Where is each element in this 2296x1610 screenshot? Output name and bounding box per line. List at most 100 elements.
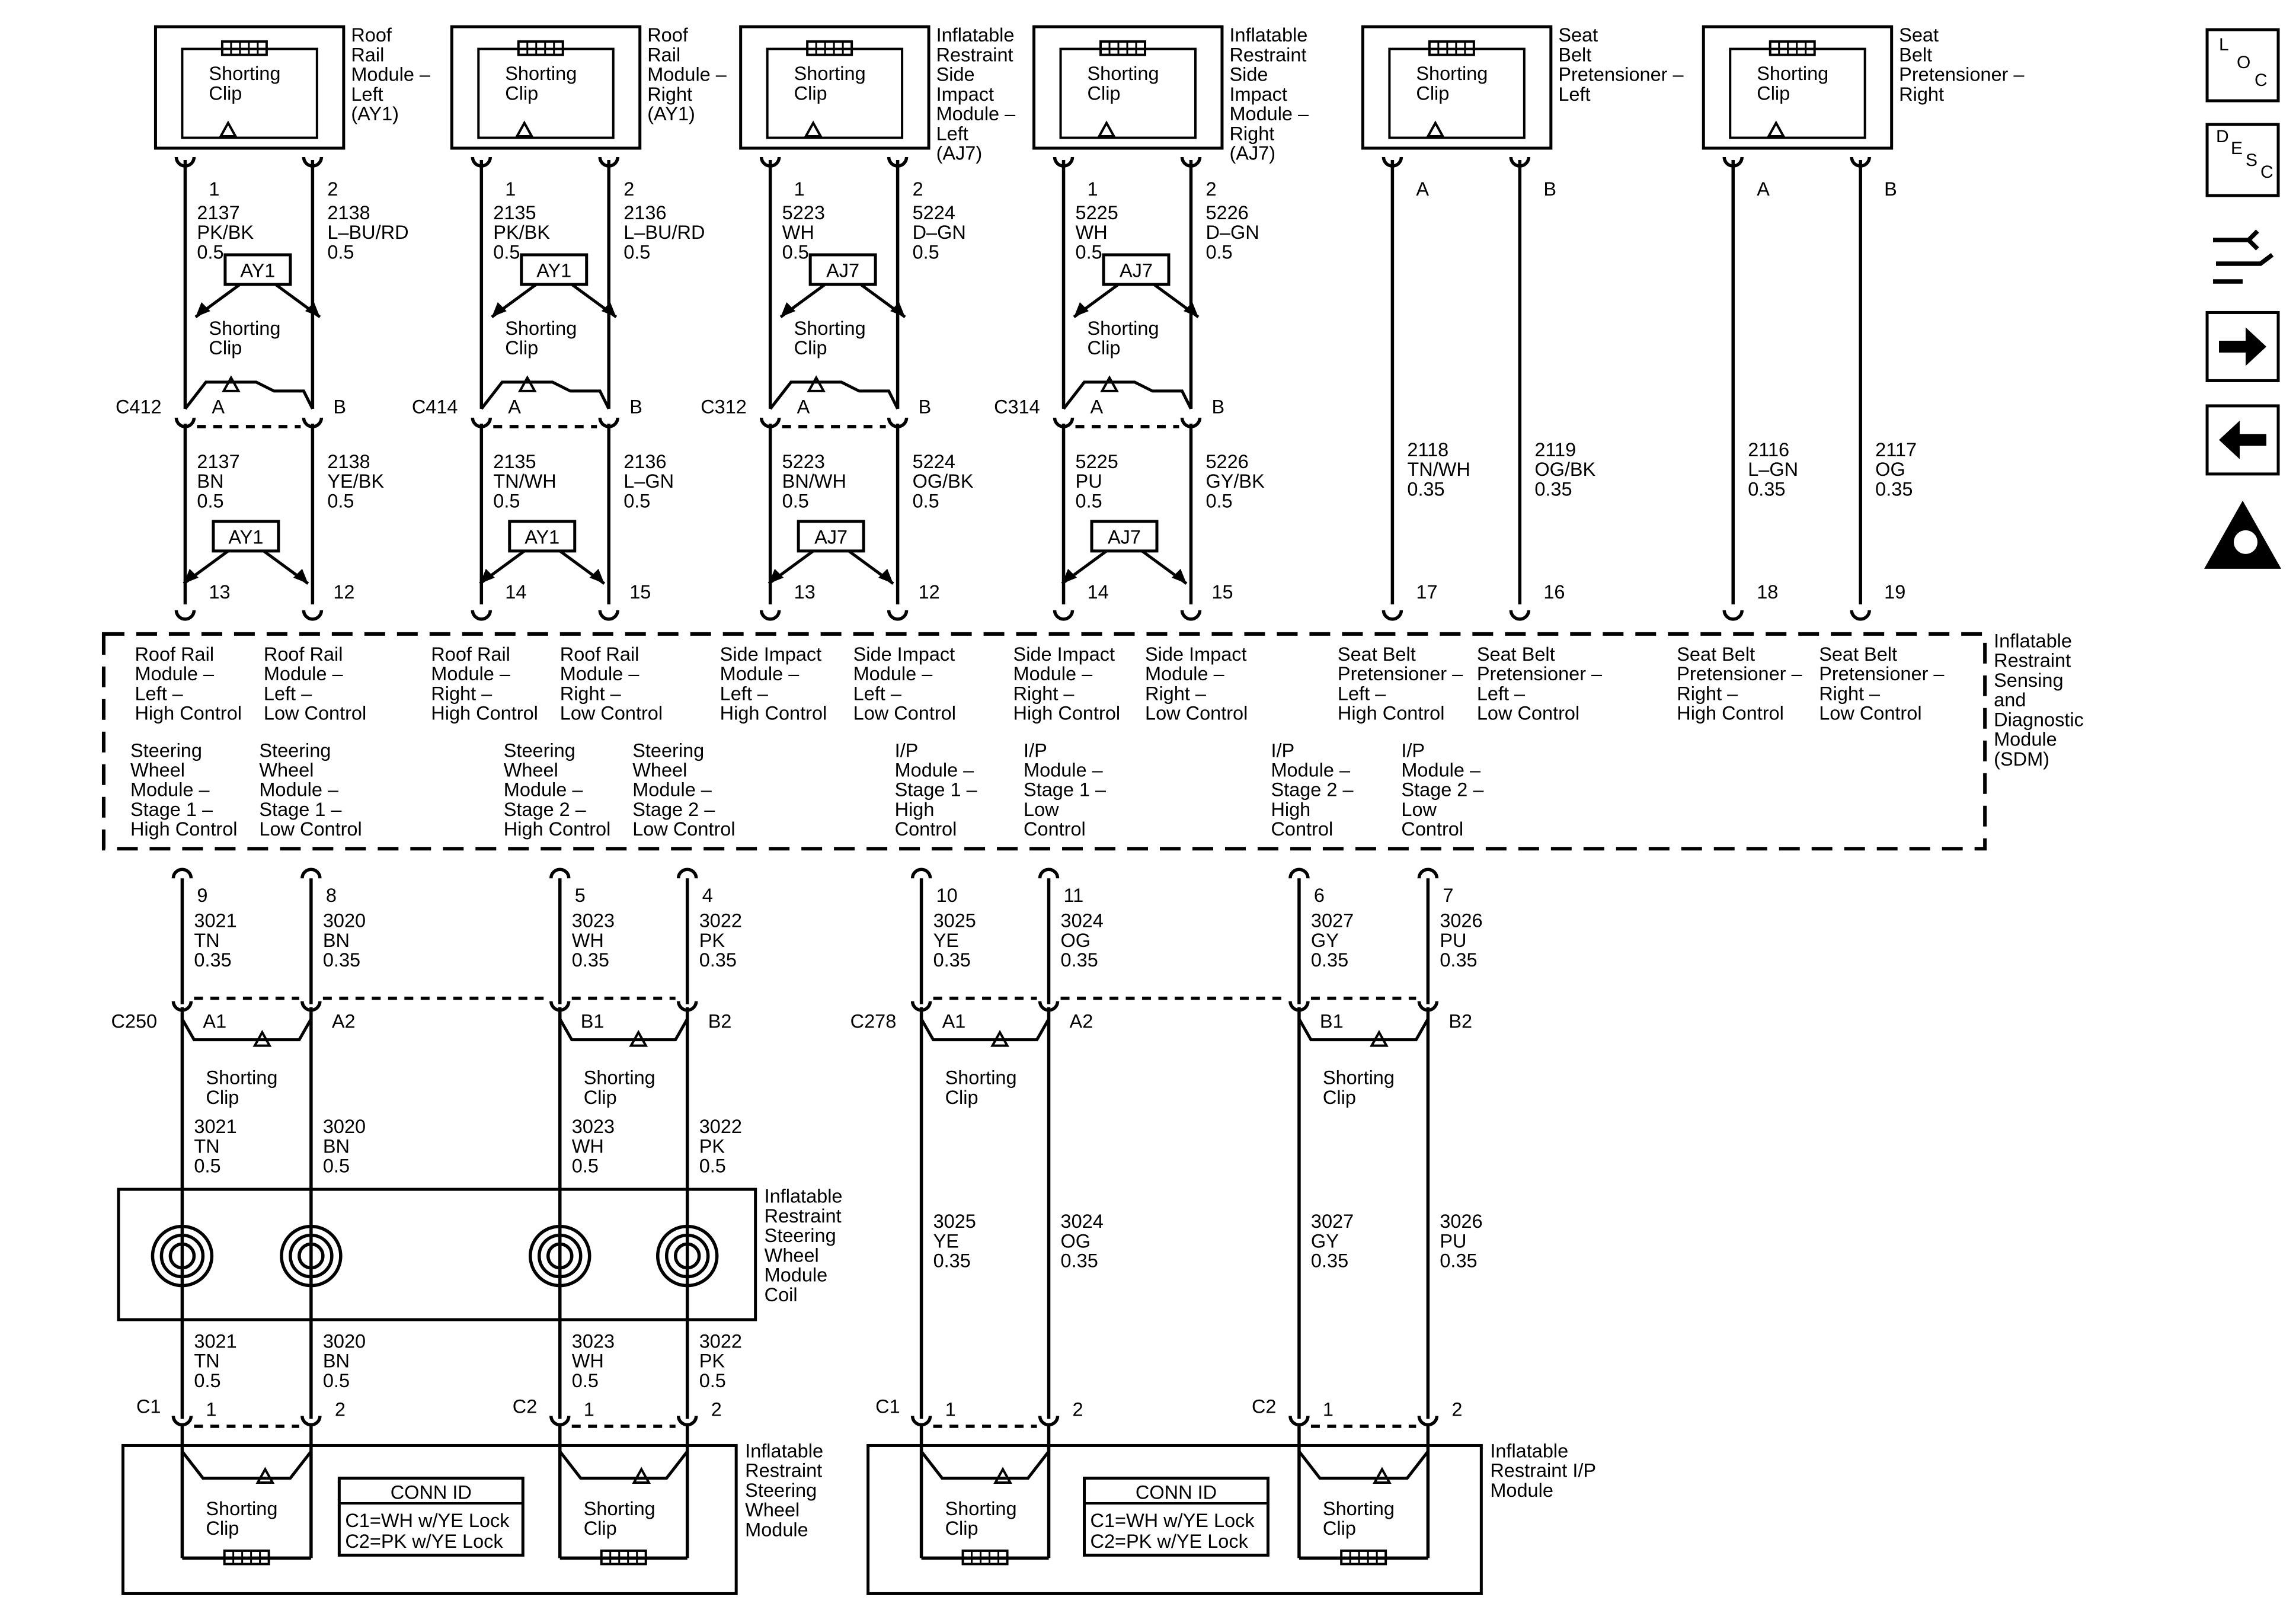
- connector-icon: [1340, 1549, 1387, 1566]
- connector-pin: 1: [584, 1398, 594, 1420]
- module-name: Rail: [351, 44, 384, 65]
- module-name: Module –: [1229, 103, 1309, 124]
- module-name: Side: [1229, 64, 1268, 85]
- sdm-pin-number: 8: [326, 885, 337, 906]
- sdm-title: and: [1994, 689, 2026, 710]
- sdm-pin-function: High: [1271, 799, 1310, 820]
- sdm-outline: [101, 632, 1987, 851]
- sdm-pin-function: Side Impact: [853, 644, 955, 665]
- inline-clip-label: Shorting: [1088, 318, 1159, 339]
- conn-id-line: C1=WH w/YE Lock: [1091, 1510, 1255, 1531]
- sdm-pin-number: 13: [209, 581, 230, 603]
- sdm-pin-number: 16: [1543, 581, 1565, 603]
- terminal-cup: [300, 1416, 322, 1427]
- module-name: Pretensioner –: [1558, 64, 1684, 85]
- option-label: AJ7: [1108, 526, 1141, 548]
- connector-pin: 2: [1073, 1398, 1083, 1420]
- option-box: [223, 253, 292, 286]
- wire-label: 3022: [699, 910, 742, 932]
- terminal-cup: [549, 868, 571, 879]
- wire-label: GY: [1311, 1230, 1339, 1251]
- icon-frame: [2205, 404, 2280, 476]
- wire-label: 3025: [933, 910, 976, 932]
- shorting-bar-icon: [252, 1030, 272, 1047]
- terminal-cup: [1509, 610, 1531, 621]
- module-name: Right: [647, 84, 692, 105]
- coil-name: Restraint: [765, 1205, 842, 1227]
- sdm-pin-function: Steering: [504, 740, 575, 761]
- shorting-clip-label: Shorting: [1416, 63, 1488, 84]
- sdm-pin-function: Stage 2 –: [1271, 779, 1354, 801]
- sdm-pin-function: Pretensioner –: [1338, 663, 1463, 684]
- wire-label: 2138: [327, 451, 370, 472]
- option-box: [1102, 253, 1171, 286]
- coil-box: [117, 1188, 757, 1321]
- sdm-pin-number: 5: [575, 885, 586, 906]
- arrow-head: [769, 568, 784, 584]
- sdm-pin-function: Seat Belt: [1819, 644, 1897, 665]
- inline-shorting-bar: [558, 1450, 689, 1480]
- terminal-cup: [1417, 1416, 1439, 1427]
- pin-number: 2: [327, 178, 338, 200]
- shorting-clip-label: Shorting: [1323, 1498, 1395, 1519]
- sdm-pin-number: 12: [333, 581, 354, 603]
- terminal-cup: [171, 1416, 193, 1427]
- module-name: Inflatable: [745, 1440, 823, 1461]
- inline-clip-label: Shorting: [1323, 1067, 1395, 1089]
- wire-label: 3026: [1440, 910, 1482, 932]
- inline-shorting-bar: [480, 380, 610, 410]
- wire-label: 0.35: [1875, 478, 1913, 500]
- wire-label: 2116: [1748, 439, 1789, 460]
- terminal-cup: [171, 868, 193, 879]
- coil-winding: [151, 1224, 214, 1288]
- connector-pin: A: [797, 396, 810, 417]
- terminal-cup: [471, 610, 493, 621]
- coil-name: Steering: [765, 1225, 836, 1246]
- wire-label: WH: [572, 1350, 604, 1372]
- airbag-warning-icon: [2204, 500, 2282, 569]
- wire-label: BN/WH: [782, 470, 846, 492]
- sdm-pin-function: Low Control: [853, 703, 956, 724]
- wire-label: 0.35: [1534, 478, 1572, 500]
- icon-letter: S: [2246, 151, 2257, 170]
- sdm-pin-number: 17: [1416, 581, 1437, 603]
- inline-clip-label: Clip: [209, 337, 242, 359]
- shorting-clip-label: Clip: [209, 82, 242, 104]
- wire-label: 0.35: [933, 949, 971, 971]
- wire-label: 0.5: [493, 490, 520, 511]
- inline-clip-label: Shorting: [584, 1067, 655, 1089]
- module-name: Module –: [936, 103, 1016, 124]
- connector-id: C1: [136, 1395, 161, 1417]
- sdm-pin-function: Pretensioner –: [1819, 663, 1945, 684]
- sdm-title: Module: [1994, 729, 2057, 750]
- sdm-pin-function: Stage 1 –: [259, 799, 342, 820]
- sdm-pin-function: Control: [1271, 818, 1333, 840]
- module-name: Seat: [1899, 24, 1939, 46]
- shorting-bar-icon: [222, 375, 241, 392]
- sdm-pin-function: Side Impact: [1145, 644, 1247, 665]
- inline-clip-label: Clip: [206, 1087, 239, 1108]
- wire-label: 3021: [194, 1116, 236, 1137]
- module-name: Module: [745, 1519, 808, 1540]
- wire-label: 3025: [933, 1211, 976, 1232]
- wire-label: L–BU/RD: [327, 222, 408, 243]
- sdm-pin-function: Right –: [1677, 683, 1738, 704]
- shorting-clip-label: Clip: [584, 1518, 617, 1539]
- sdm-pin-number: 15: [629, 581, 651, 603]
- option-box: [508, 520, 577, 553]
- terminal-cup: [1053, 610, 1075, 621]
- wire-label: 3021: [194, 910, 236, 932]
- connector-icon: [806, 40, 853, 56]
- sdm-pin-function: Module –: [1271, 760, 1351, 781]
- connector-view-icon: [2213, 229, 2274, 284]
- module-name: Inflatable: [1229, 24, 1307, 46]
- wire-label: 0.5: [197, 241, 223, 263]
- sdm-pin-number: 18: [1757, 581, 1778, 603]
- bottom-ip: 103025YE0.353025YE0.351113024OG0.353024O…: [850, 868, 1596, 1595]
- sdm-pin-function: Module –: [264, 663, 344, 684]
- wire-label: BN: [323, 930, 350, 951]
- inline-clip-label: Shorting: [794, 318, 866, 339]
- coil-winding: [673, 1242, 701, 1270]
- wire-label: 5224: [913, 451, 955, 472]
